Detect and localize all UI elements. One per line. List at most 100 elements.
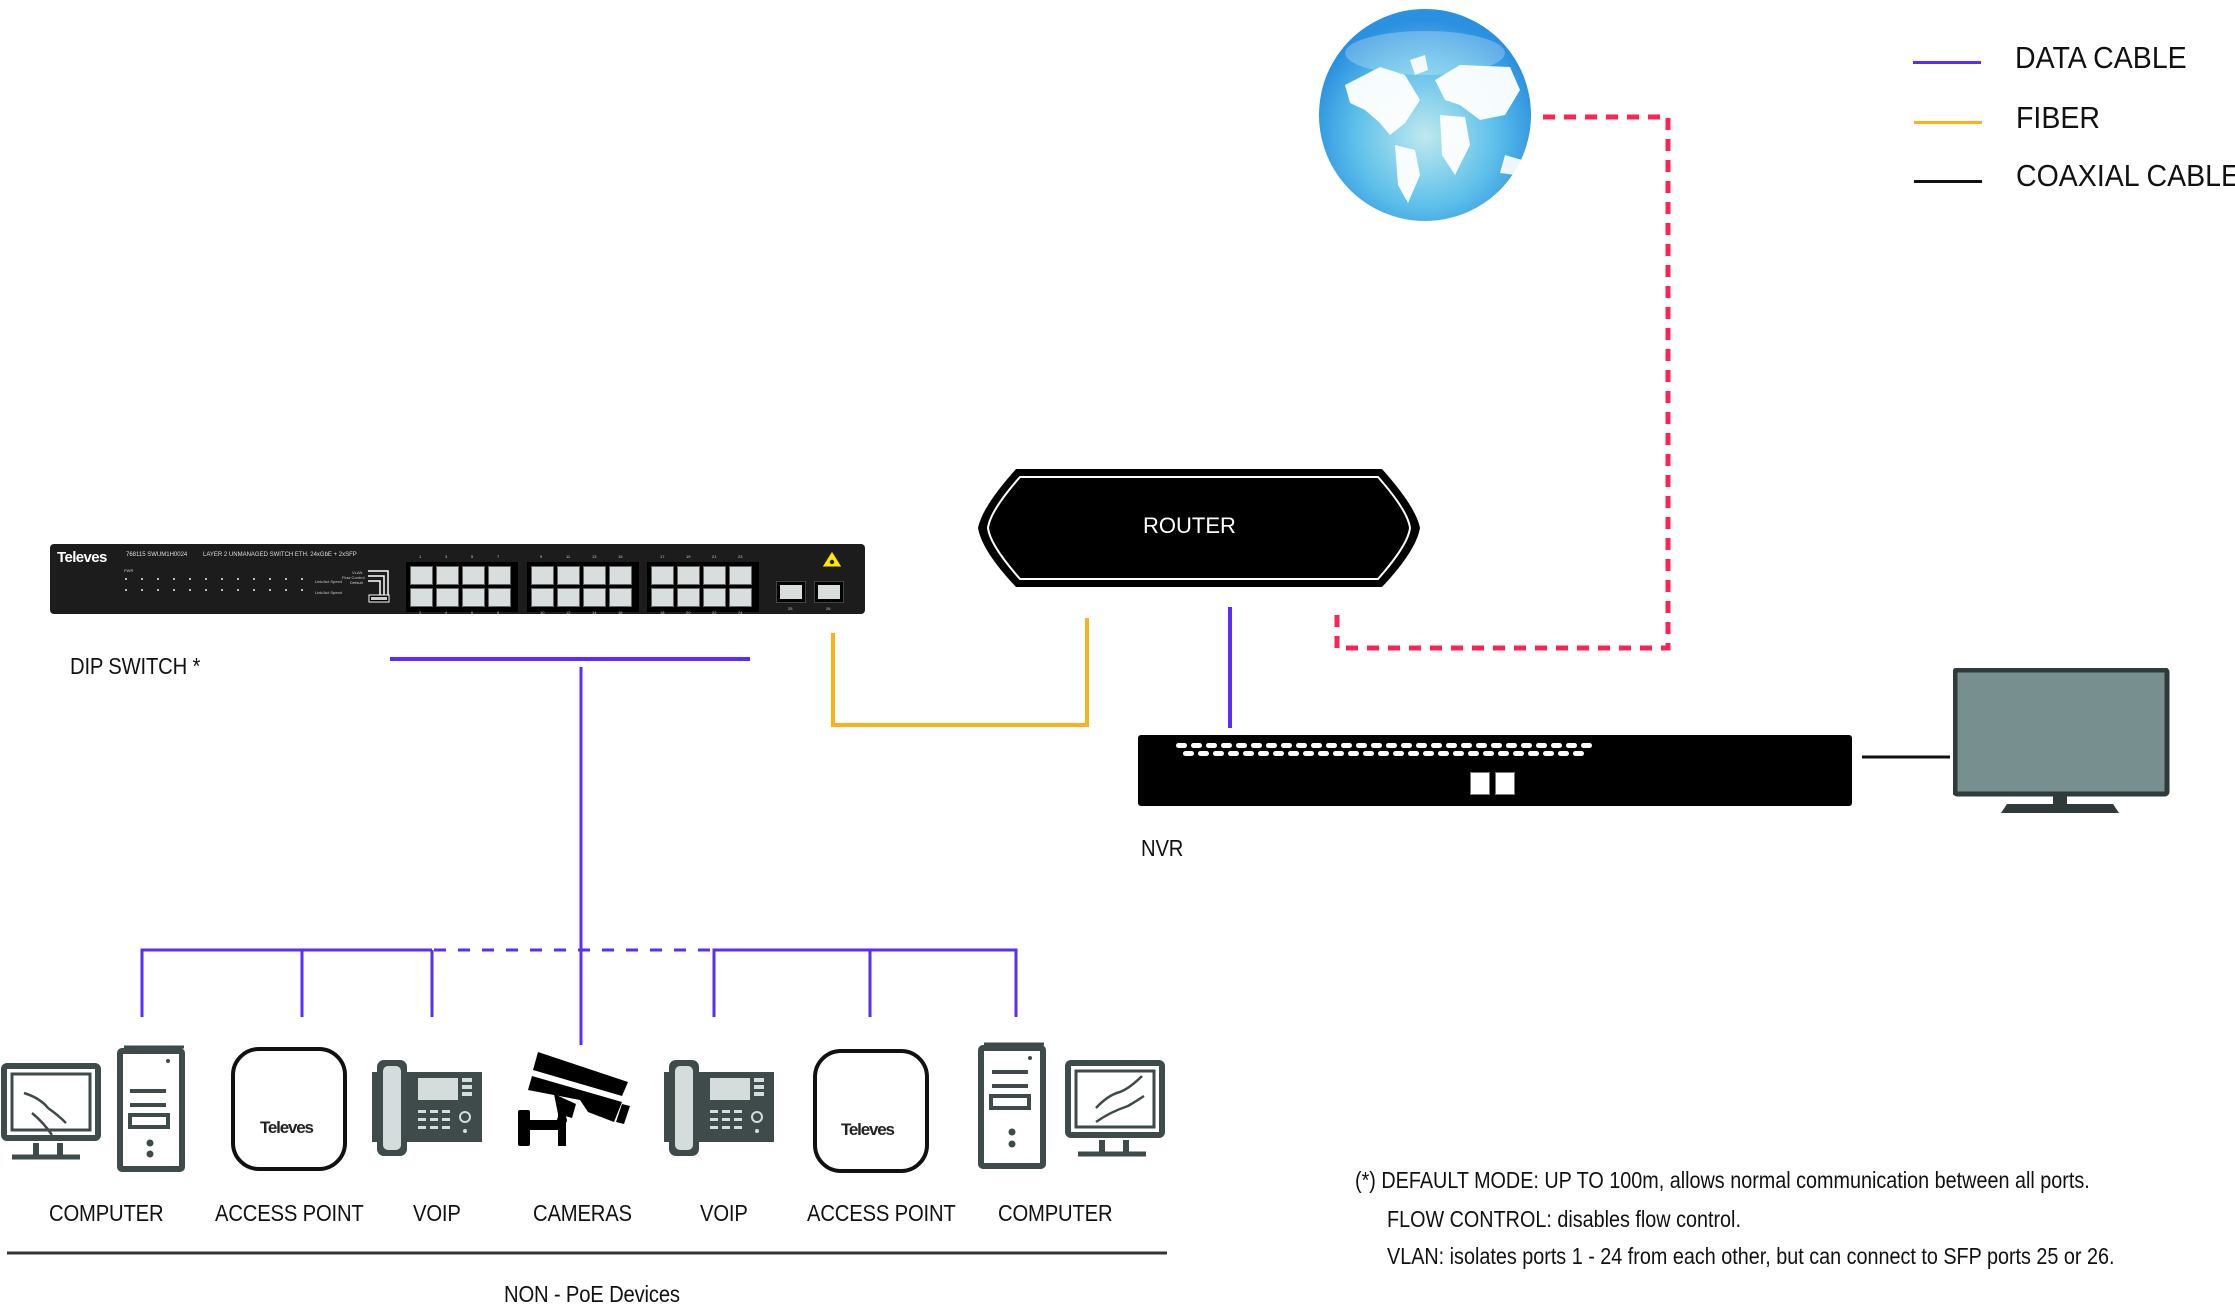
computer-icon [978, 1042, 1165, 1169]
rj45-port-12[interactable] [557, 588, 580, 607]
port-led [173, 578, 175, 580]
legend-label-fiber: FIBER [2016, 100, 2100, 135]
dip-switch-device[interactable]: Televes 768115 SWUM1H0024 LAYER 2 UNMANA… [50, 544, 865, 615]
fiber-wire [831, 618, 1089, 727]
port-number: 9 [540, 554, 543, 559]
nvr-vent-slot [1438, 751, 1449, 756]
nvr-vent-slot [1551, 743, 1562, 748]
port-number: 26 [826, 606, 831, 611]
rj45-port-20[interactable] [677, 588, 700, 607]
nvr-vent-slot [1566, 743, 1577, 748]
device-access-point-right[interactable]: Televes [812, 1048, 932, 1176]
port-led [237, 589, 239, 591]
port-number: 3 [445, 554, 448, 559]
legend-label-data-cable: DATA CABLE [2015, 40, 2187, 75]
router[interactable]: ROUTER [976, 467, 1422, 589]
nvr-vent-slot [1258, 751, 1269, 756]
port-number: 22 [712, 610, 717, 615]
laser-warning-icon [821, 550, 843, 568]
nvr-vent-slot [1251, 743, 1262, 748]
pwr-led-label: PWR [124, 568, 134, 573]
rj45-port-16[interactable] [609, 588, 632, 607]
rj45-port-6[interactable] [462, 588, 485, 607]
sfp-port-26[interactable] [814, 581, 844, 603]
switch-model: 768115 SWUM1H0024 [126, 552, 188, 558]
nvr-vent-slot [1453, 751, 1464, 756]
rj45-port-11[interactable] [557, 566, 580, 585]
port-number: 17 [660, 554, 665, 559]
rj45-port-22[interactable] [703, 588, 726, 607]
nvr-lan-port[interactable] [1495, 772, 1515, 795]
nvr-vent-slot [1296, 743, 1307, 748]
switch-brand: Televes [57, 549, 107, 566]
device-bus-right [712, 948, 1018, 1017]
rj45-port-17[interactable] [651, 566, 674, 585]
dip-switch-icon[interactable] [368, 568, 398, 604]
port-led [301, 589, 303, 591]
nvr-vent-slot [1281, 743, 1292, 748]
dip-label-vlan: VLAN [352, 570, 363, 575]
nvr-device[interactable] [1138, 735, 1852, 806]
rj45-port-15[interactable] [609, 566, 632, 585]
port-led [125, 589, 127, 591]
rj45-port-18[interactable] [651, 588, 674, 607]
access-point-brand: Televes [260, 1118, 314, 1137]
port-number: 21 [712, 554, 717, 559]
footnote-line-vlan: VLAN: isolates ports 1 - 24 from each ot… [1387, 1243, 2115, 1269]
device-label-voip-left: VOIP [413, 1200, 461, 1226]
legend-swatch-data-cable [1913, 61, 1981, 64]
port-led [269, 589, 271, 591]
nvr-vent-slot [1206, 743, 1217, 748]
nvr-vent-slot [1506, 743, 1517, 748]
legend-label-coaxial: COAXIAL CABLE [2016, 158, 2235, 193]
port-led [269, 578, 271, 580]
sfp-port-25[interactable] [776, 581, 806, 603]
nvr-vent-slot [1348, 751, 1359, 756]
port-led [125, 578, 127, 580]
voip-phone-icon [664, 1060, 774, 1156]
led-row-label-bottom: Link/Act Speed [315, 590, 342, 595]
nvr-vent-slot [1446, 743, 1457, 748]
internet-link-wire [1334, 114, 1671, 651]
nvr-vent-slot [1408, 751, 1419, 756]
rj45-port-9[interactable] [531, 566, 554, 585]
rj45-port-4[interactable] [436, 588, 459, 607]
port-number: 19 [686, 554, 691, 559]
device-computer-right[interactable] [978, 1040, 1168, 1172]
device-computer-left[interactable] [0, 1043, 190, 1173]
nvr-vent-slot [1431, 743, 1442, 748]
legend-swatch-fiber [1914, 121, 1982, 124]
rj45-port-24[interactable] [729, 588, 752, 607]
switch-description: LAYER 2 UNMANAGED SWITCH ETH. 24xGbE + 2… [203, 552, 357, 558]
rj45-port-23[interactable] [729, 566, 752, 585]
nvr-vent-slot [1273, 751, 1284, 756]
rj45-port-2[interactable] [410, 588, 433, 607]
device-voip-left[interactable] [372, 1060, 484, 1156]
rj45-port-13[interactable] [583, 566, 606, 585]
device-access-point-left[interactable]: Televes [230, 1046, 350, 1174]
device-voip-right[interactable] [664, 1060, 776, 1156]
nvr-label: NVR [1141, 835, 1184, 861]
access-point-icon [231, 1047, 347, 1171]
rj45-port-14[interactable] [583, 588, 606, 607]
rj45-port-19[interactable] [677, 566, 700, 585]
rj45-port-5[interactable] [462, 566, 485, 585]
router-label: ROUTER [1143, 513, 1236, 538]
device-label-computer-left: COMPUTER [49, 1200, 164, 1226]
rj45-port-8[interactable] [488, 588, 511, 607]
nvr-vent-slot [1341, 743, 1352, 748]
nvr-lan-port[interactable] [1470, 772, 1490, 795]
rj45-port-1[interactable] [410, 566, 433, 585]
nvr-vent-slot [1221, 743, 1232, 748]
port-number: 14 [592, 610, 597, 615]
port-number: 11 [566, 554, 571, 559]
device-camera[interactable] [518, 1052, 646, 1148]
nvr-vent-slot [1191, 743, 1202, 748]
port-number: 15 [618, 554, 623, 559]
router-icon [978, 469, 1420, 587]
rj45-port-21[interactable] [703, 566, 726, 585]
rj45-port-3[interactable] [436, 566, 459, 585]
footnote-line-flow-control: FLOW CONTROL: disables flow control. [1387, 1206, 1741, 1232]
rj45-port-10[interactable] [531, 588, 554, 607]
rj45-port-7[interactable] [488, 566, 511, 585]
